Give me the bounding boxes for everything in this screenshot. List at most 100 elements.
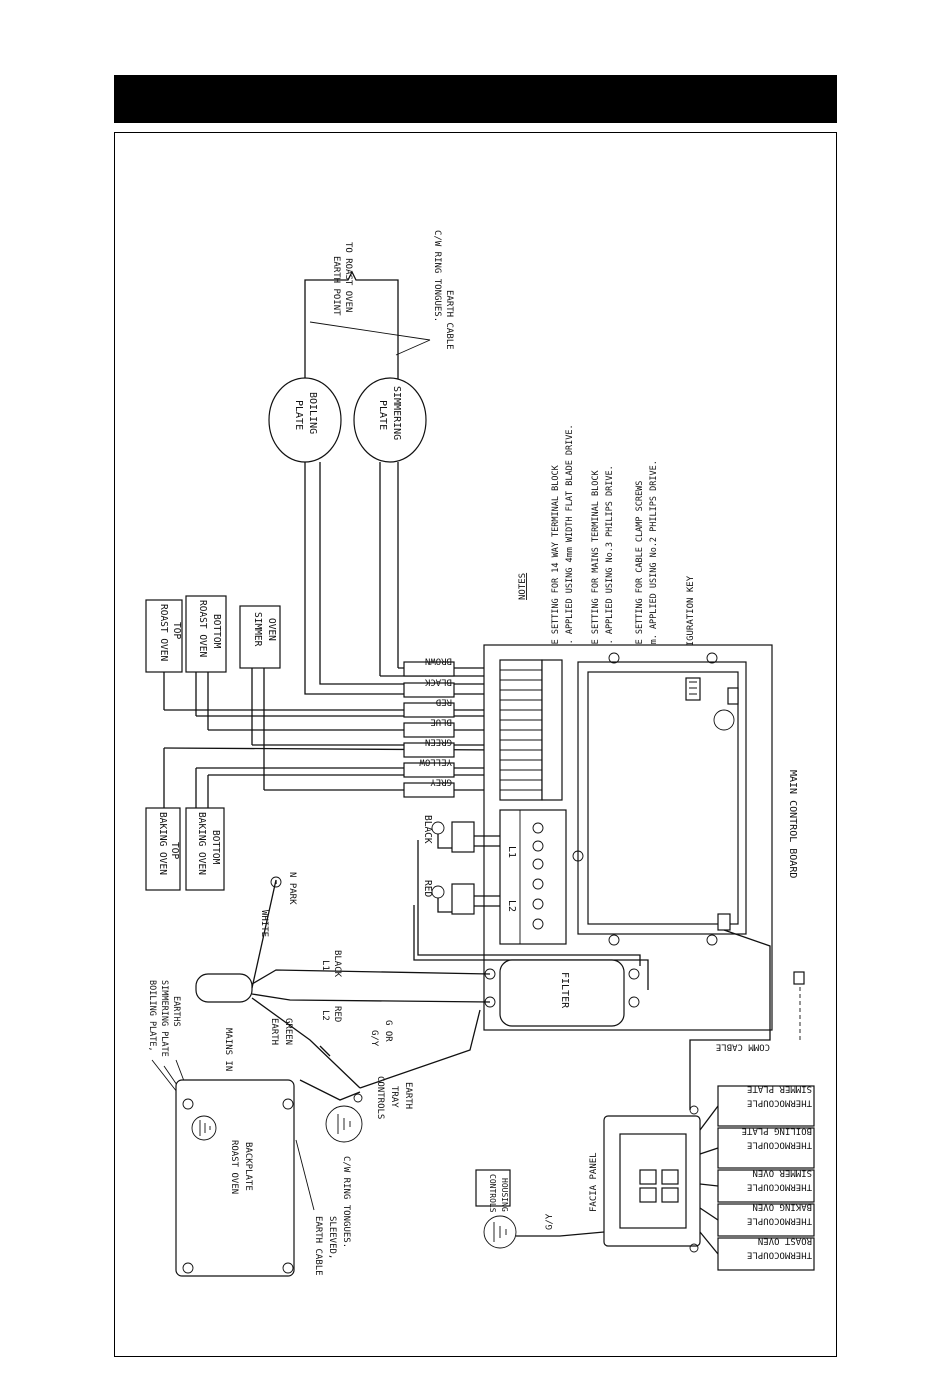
black-top-label: BLACK	[422, 815, 433, 844]
svg-text:RED: RED	[436, 696, 452, 706]
baking-oven-top-label-box: BAKING OVEN TOP	[145, 807, 181, 891]
roast-oven-backplate-label: ROAST OVEN	[229, 1140, 239, 1194]
svg-text:SIMMER: SIMMER	[252, 612, 263, 647]
svg-text:BOTTOM: BOTTOM	[211, 614, 222, 649]
svg-text:GREY: GREY	[430, 776, 452, 786]
roast-oven-top-label-box: ROAST OVEN TOP	[145, 599, 183, 673]
earth-cable-top-label-2: C/W RING TONGUES.	[432, 230, 442, 322]
earth-green-label: EARTH	[269, 1018, 279, 1045]
svg-text:BAKING OVEN: BAKING OVEN	[752, 1201, 812, 1211]
comm-cable	[689, 929, 805, 1110]
colour-tag-red: RED	[403, 696, 455, 718]
configuration-key-label: CONFIGURATION KEY	[686, 575, 696, 668]
white-label: WHITE	[259, 910, 269, 937]
controls-tray-label: CONTROLS	[375, 1076, 385, 1119]
colour-tag-green: GREEN	[403, 736, 455, 758]
thermocouple-roast-oven: ROAST OVEN THERMOCOUPLE	[699, 1231, 815, 1271]
svg-text:TORQUE SETTING FOR CABLE CLAMP: TORQUE SETTING FOR CABLE CLAMP SCREWS	[635, 481, 645, 670]
svg-text:BOILING: BOILING	[307, 392, 318, 434]
svg-text:ROAST OVEN: ROAST OVEN	[758, 1235, 812, 1245]
earth-cable-bottom-label-2: SLEEVED,	[327, 1216, 337, 1259]
colour-tag-yellow: YELLOW	[403, 756, 455, 778]
svg-text:BOTTOM: BOTTOM	[210, 830, 221, 865]
controls-housing	[475, 1169, 605, 1249]
svg-text:BLUE: BLUE	[430, 716, 452, 726]
svg-text:BOILING PLATE: BOILING PLATE	[742, 1125, 812, 1135]
thermocouple-simmer-plate: SIMMER PLATE THERMOCOUPLE	[699, 1083, 815, 1131]
svg-text:BROWN: BROWN	[425, 655, 452, 665]
colour-tag-grey: GREY	[403, 776, 455, 798]
svg-text:TORQUE SETTING FOR MAINS TERMI: TORQUE SETTING FOR MAINS TERMINAL BLOCK	[591, 470, 601, 670]
thermocouple-simmer-oven: SIMMER OVEN THERMOCOUPLE	[699, 1167, 815, 1203]
g-or-gy-label: G OR	[383, 1020, 393, 1042]
svg-text:BLACK: BLACK	[424, 676, 452, 686]
svg-text:TOP: TOP	[169, 842, 180, 859]
mains-connectors	[431, 821, 500, 915]
svg-text:0.65Nm. APPLIED USING No.2 PHI: 0.65Nm. APPLIED USING No.2 PHILIPS DRIVE…	[649, 460, 659, 670]
svg-text:ROAST OVEN: ROAST OVEN	[197, 600, 208, 657]
svg-text:NOTES: NOTES	[518, 573, 528, 600]
svg-text:ROAST OVEN: ROAST OVEN	[158, 604, 169, 661]
svg-text:THERMOCOUPLE: THERMOCOUPLE	[747, 1215, 812, 1225]
earth-cable-leader	[295, 1139, 315, 1211]
roast-oven-backplate	[175, 1079, 361, 1277]
colour-tag-blue: BLUE	[403, 716, 455, 738]
svg-text:THERMOCOUPLE: THERMOCOUPLE	[747, 1097, 812, 1107]
earths-label-2: SIMMERING PLATE	[159, 980, 169, 1057]
controls-tray-label-2: TRAY	[389, 1086, 399, 1108]
n-park-label: N PARK	[287, 872, 297, 905]
simmer-oven-label-box: SIMMER OVEN	[239, 605, 281, 669]
earths-label: BOILING PLATE,	[147, 980, 157, 1052]
svg-text:THERMOCOUPLE: THERMOCOUPLE	[747, 1249, 812, 1259]
roast-oven-backplate-label-2: BACKPLATE	[243, 1142, 253, 1191]
svg-text:0.4Nm. APPLIED USING 4mm WIDTH: 0.4Nm. APPLIED USING 4mm WIDTH FLAT BLAD…	[565, 424, 575, 670]
svg-text:PLATE: PLATE	[293, 400, 304, 430]
red-mid-label: RED	[422, 880, 433, 897]
earths-label-3: EARTHS	[171, 996, 181, 1027]
earth-green-label-2: GREEN	[283, 1018, 293, 1045]
baking-oven-bottom-label-box: BAKING OVEN BOTTOM	[185, 807, 225, 891]
to-roast-oven-earth-label-2: EARTH POINT	[331, 256, 341, 316]
roast-oven-bottom-label-box: ROAST OVEN BOTTOM	[185, 595, 227, 673]
roast-oven-earth-bracket	[304, 270, 431, 390]
earth-cable-bottom-label-3: C/W RING TONGUES.	[341, 1156, 351, 1248]
svg-text:YELLOW: YELLOW	[419, 756, 452, 766]
svg-text:TORQUE SETTING FOR 14 WAY TERM: TORQUE SETTING FOR 14 WAY TERMINAL BLOCK	[551, 464, 561, 670]
svg-text:BAKING OVEN: BAKING OVEN	[196, 812, 207, 875]
facia-panel-label: FACIA PANEL	[589, 1152, 599, 1212]
svg-text:GREEN: GREEN	[425, 736, 452, 746]
svg-text:SIMMER PLATE: SIMMER PLATE	[747, 1083, 812, 1093]
svg-text:PLATE: PLATE	[377, 400, 388, 430]
black-l1-label-2: L1	[320, 960, 330, 971]
colour-tag-brown: BROWN	[403, 655, 455, 677]
thermocouple-boiling-plate: BOILING PLATE THERMOCOUPLE	[699, 1125, 815, 1169]
comm-cable-label: COMM CABLE	[716, 1041, 770, 1051]
black-l1-label: BLACK	[332, 950, 342, 978]
svg-text:SIMMER OVEN: SIMMER OVEN	[752, 1167, 812, 1177]
main-control-board-label: MAIN CONTROL BOARD	[787, 770, 798, 878]
filter-unit	[484, 959, 640, 1027]
svg-text:BAKING OVEN: BAKING OVEN	[157, 812, 168, 875]
facia-panel	[603, 1105, 701, 1253]
svg-text:THERMOCOUPLE: THERMOCOUPLE	[747, 1139, 812, 1149]
header-bar	[114, 75, 837, 123]
to-roast-oven-earth-label: TO ROAST OVEN	[343, 242, 353, 312]
controls-housing-label: CONTROLS	[488, 1174, 497, 1213]
filter-label: FILTER	[559, 972, 570, 1009]
svg-text:1.5Nm. APPLIED USING No.3 PHIL: 1.5Nm. APPLIED USING No.3 PHILIPS DRIVE.	[605, 465, 615, 670]
g-or-gy-label-2: G/Y	[369, 1030, 379, 1047]
thermocouple-baking-oven: BAKING OVEN THERMOCOUPLE	[699, 1201, 815, 1237]
wire-harness	[163, 462, 399, 808]
colour-tag-black: BLACK	[403, 676, 455, 698]
simmering-plate-element: SIMMERING PLATE	[353, 377, 427, 463]
svg-text:OVEN: OVEN	[266, 618, 277, 641]
red-l2-label: RED	[332, 1006, 342, 1022]
earth-cable-top-label: EARTH CABLE	[444, 290, 454, 350]
l1-label: L1	[506, 846, 517, 858]
earth-cable-bottom-label: EARTH CABLE	[313, 1216, 323, 1276]
controls-tray-label-3: EARTH	[403, 1082, 413, 1109]
mains-in-cable	[195, 876, 491, 1089]
boiling-plate-element: BOILING PLATE	[268, 377, 342, 463]
svg-text:TOP: TOP	[171, 622, 182, 639]
